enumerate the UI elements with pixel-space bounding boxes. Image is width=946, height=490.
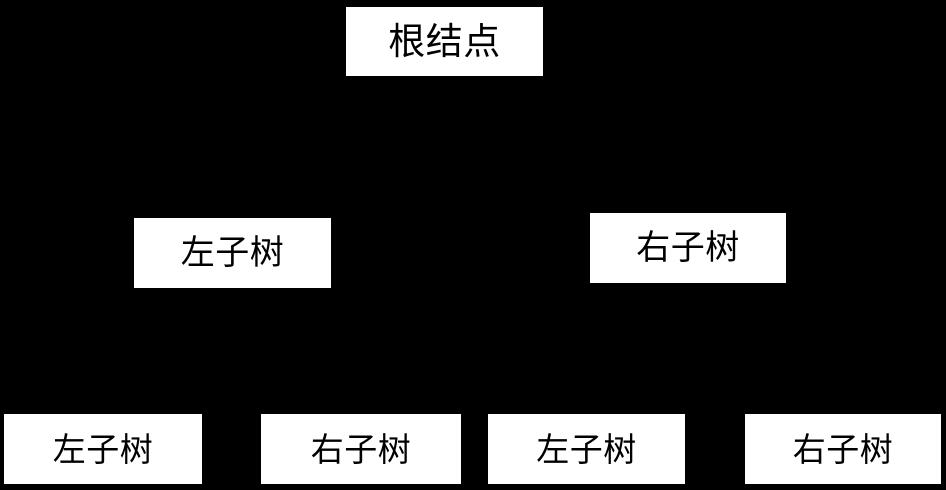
tree-node-right-subtree-level2: 右子树 xyxy=(590,213,786,283)
tree-node-root: 根结点 xyxy=(346,7,543,76)
tree-node-right-subtree-level3-4: 右子树 xyxy=(745,414,941,484)
tree-node-left-subtree-level2: 左子树 xyxy=(134,218,331,288)
tree-node-left-subtree-level3-1: 左子树 xyxy=(4,414,202,484)
tree-node-left-subtree-level3-3: 左子树 xyxy=(488,414,685,484)
tree-node-right-subtree-level3-2: 右子树 xyxy=(261,414,461,484)
